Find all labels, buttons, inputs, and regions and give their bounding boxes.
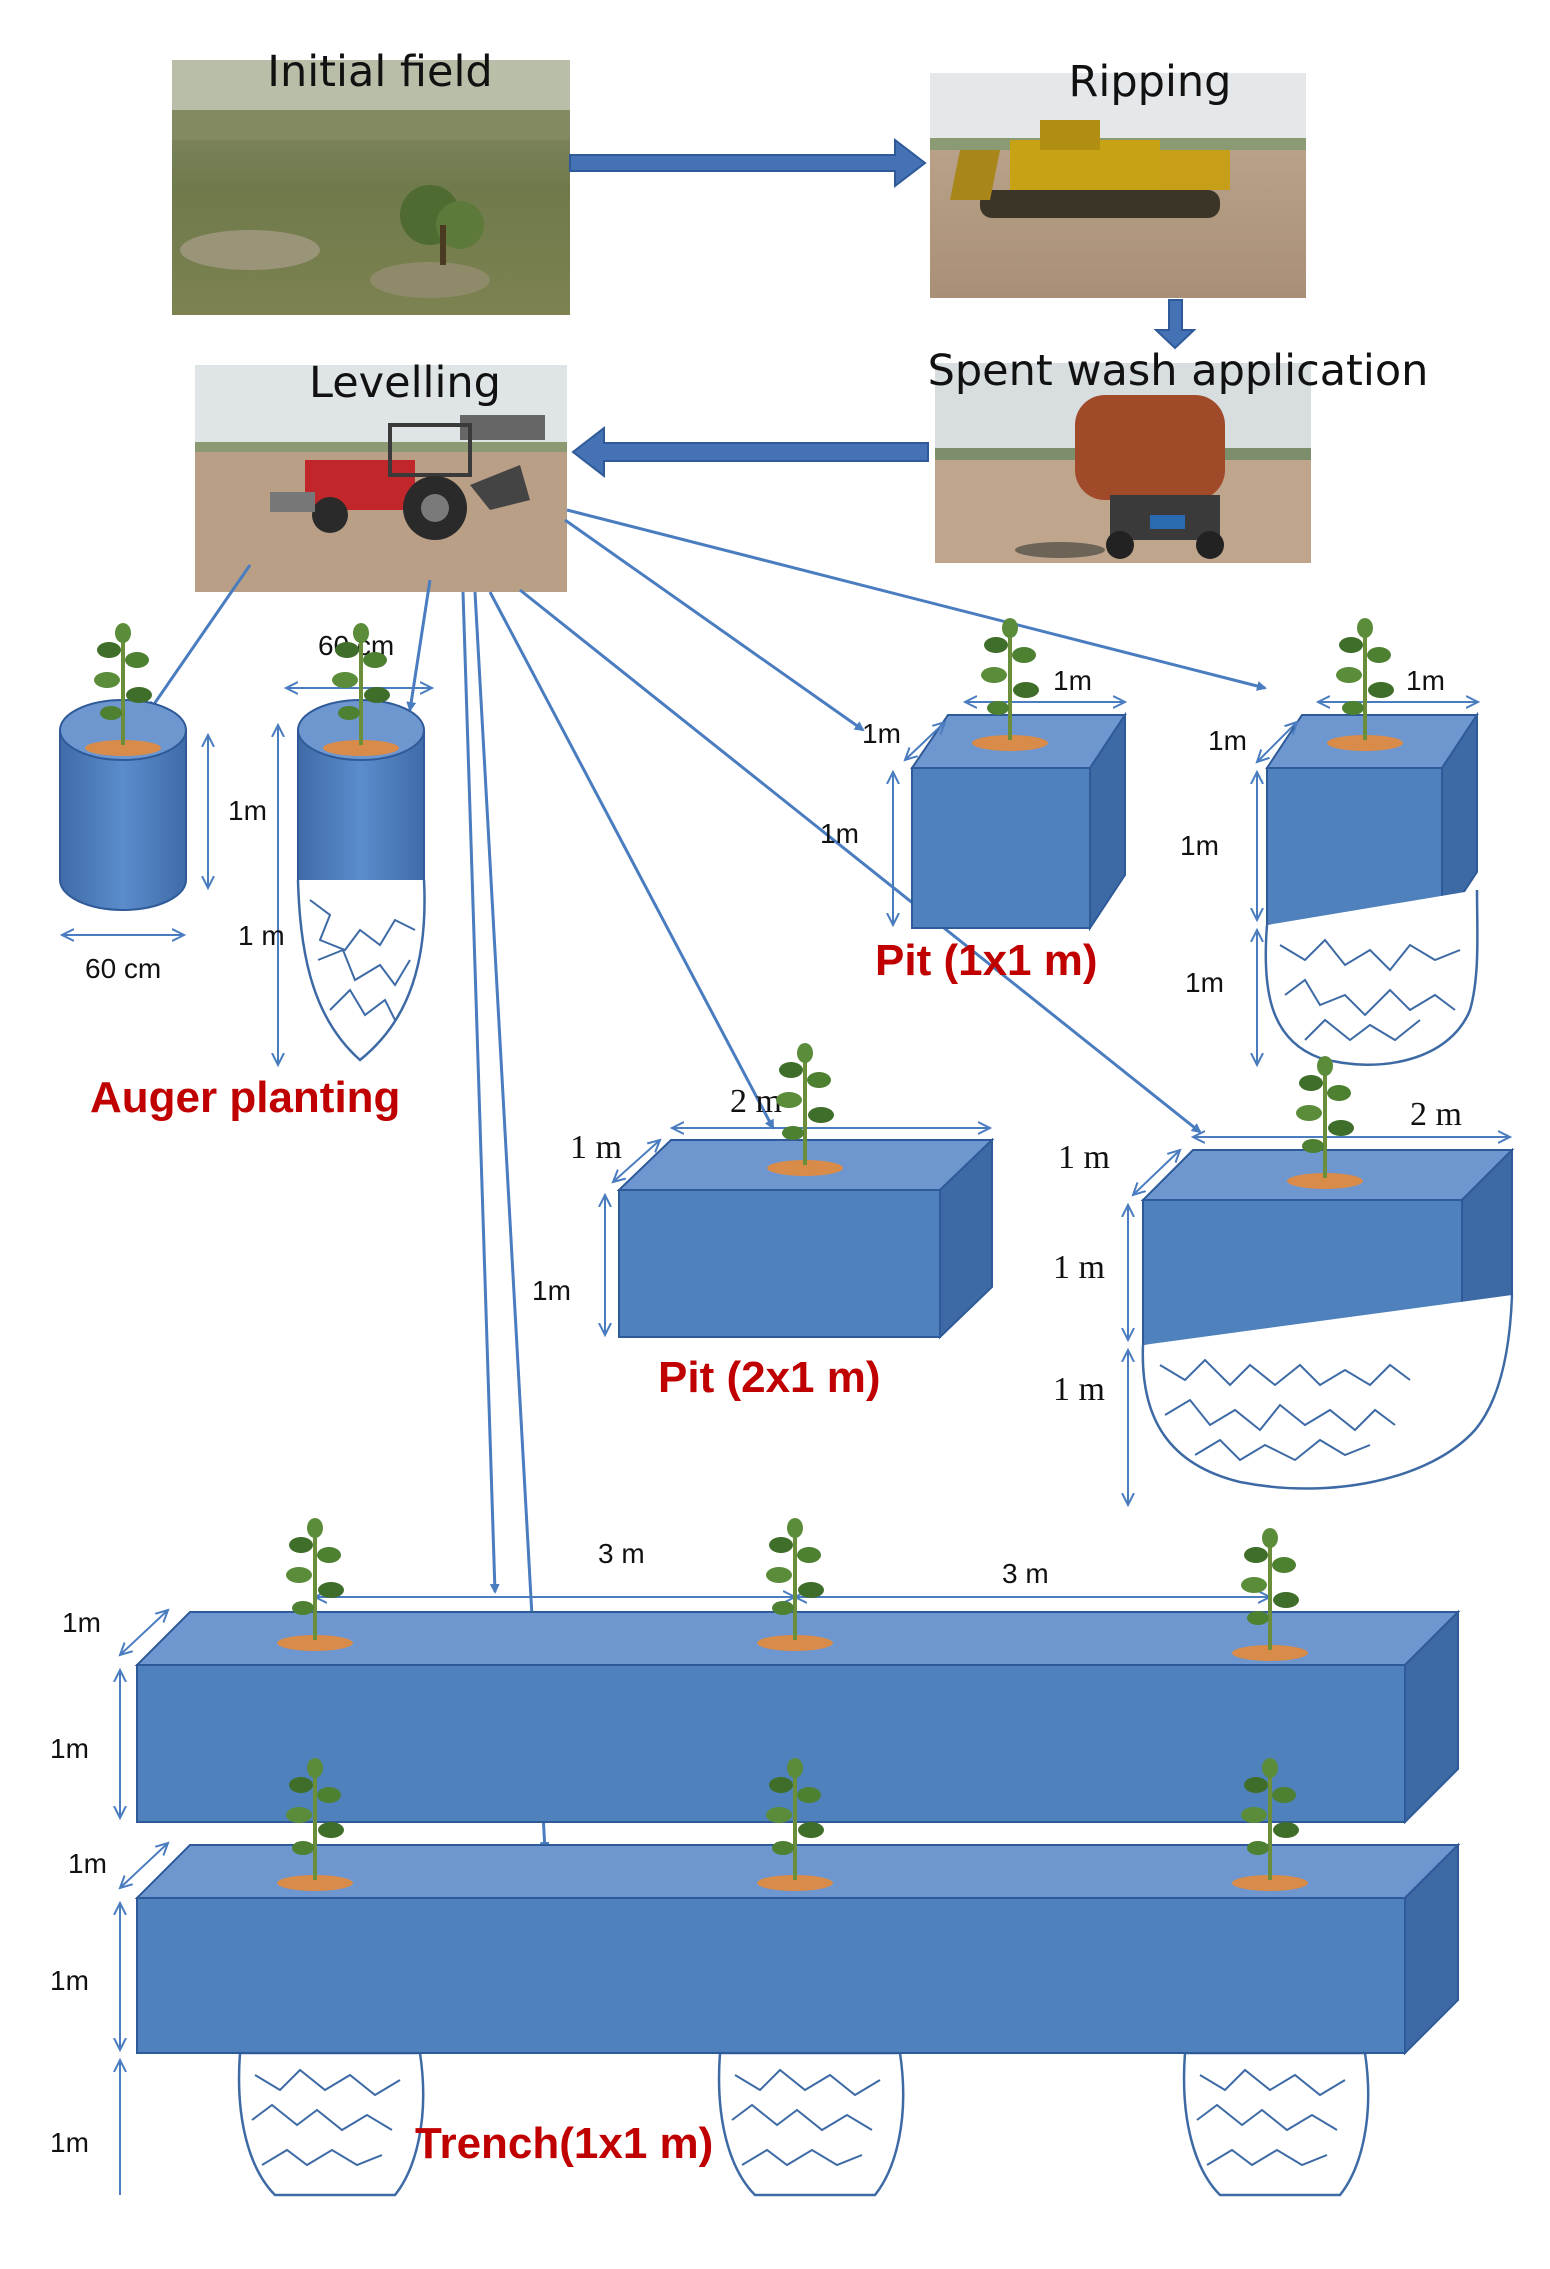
sapling-icon [277,1518,353,1651]
pit-2x1-deep-lower-label: 1 m [1053,1371,1105,1408]
trench-top-breadth-label: 1m [62,1607,101,1638]
pit-2x1-breadth-label: 1 m [570,1129,622,1166]
sapling-icon [767,1043,843,1176]
auger-hole-deep [296,699,426,1062]
pit-1x1-dimensions [893,702,1125,925]
pit-2x1-deep-breadth-label: 1 m [1058,1139,1110,1176]
trench-bottom-breadth-label: 1m [68,1848,107,1879]
auger-planting-caption: Auger planting [90,1073,400,1122]
ripping-photo: Ripping [930,57,1306,298]
pit-2x1-deep-dimensions [1128,1137,1510,1505]
trench-spacing-2-label: 3 m [1002,1558,1049,1589]
pit-2x1-deep-loosened-soil [1141,1294,1514,1490]
trench-dimensions [120,1597,1270,2195]
pit-1x1-depth-label: 1m [820,818,859,849]
pit-1x1-deep-lower-label: 1m [1185,967,1224,998]
trench-top-depth-label: 1m [50,1733,89,1764]
pit-2x1-dimensions [605,1128,990,1335]
pit-1x1-deep-loosened-soil [1264,889,1479,1066]
pit-2x1-length-label: 2 m [730,1083,782,1120]
pit-1x1-deep-dimensions [1257,702,1478,1065]
sapling-icon [1287,1056,1363,1189]
sapling-icon [1232,1528,1308,1661]
pit-1x1-deep-width-label: 1m [1406,665,1445,696]
sapling-icon [85,623,161,756]
sapling-icon [1327,618,1403,751]
pit-2x1-depth-label: 1m [532,1275,571,1306]
initial-field-label: Initial field [267,47,492,97]
pit-2x1-caption: Pit (2x1 m) [658,1353,881,1402]
saplings [85,618,1403,1891]
pit-1x1-caption: Pit (1x1 m) [875,936,1098,985]
pit-1x1-deep-box [1264,711,1479,1066]
pit-1x1-breadth-label: 1m [862,718,901,749]
trench-spacing-1-label: 3 m [598,1538,645,1569]
levelling-label: Levelling [309,358,501,408]
auger-width-label: 60 cm [85,953,161,984]
levelling-photo [195,365,567,592]
pit-1x1-deep-depth-label: 1m [1180,830,1219,861]
flow-arrow-down [1153,299,1197,350]
trench-bottom-loosened-soil [237,2051,1370,2197]
pit-2x1-deep-length-label: 2 m [1410,1096,1462,1133]
sapling-icon [757,1758,833,1891]
sapling-icon [972,618,1048,751]
sapling-icon [323,623,399,756]
sapling-icon [1232,1758,1308,1891]
auger-lower-depth-label: 1 m [238,920,285,951]
flow-arrow-right [569,137,927,189]
pit-1x1-width-label: 1m [1053,665,1092,696]
sapling-icon [277,1758,353,1891]
initial-field-photo: Initial field [172,47,570,315]
pit-1x1-deep-breadth-label: 1m [1208,725,1247,756]
trench-bottom [134,1842,1461,2056]
flow-arrow-left [571,425,929,479]
ripping-label: Ripping [1069,57,1232,107]
spent-wash-label: Spent wash application [928,346,1429,396]
pit-2x1-deep-depth-label: 1 m [1053,1249,1105,1286]
sapling-icon [757,1518,833,1651]
spent-wash-photo [935,363,1311,563]
trench-bottom-depth-label: 1m [50,1965,89,1996]
trench-caption: Trench(1x1 m) [415,2119,713,2168]
trench-bottom-lower-label: 1m [50,2127,89,2158]
auger-loosened-soil [296,879,426,1062]
auger-depth-label: 1m [228,795,267,826]
pit-2x1-deep-box [1140,1147,1515,1490]
